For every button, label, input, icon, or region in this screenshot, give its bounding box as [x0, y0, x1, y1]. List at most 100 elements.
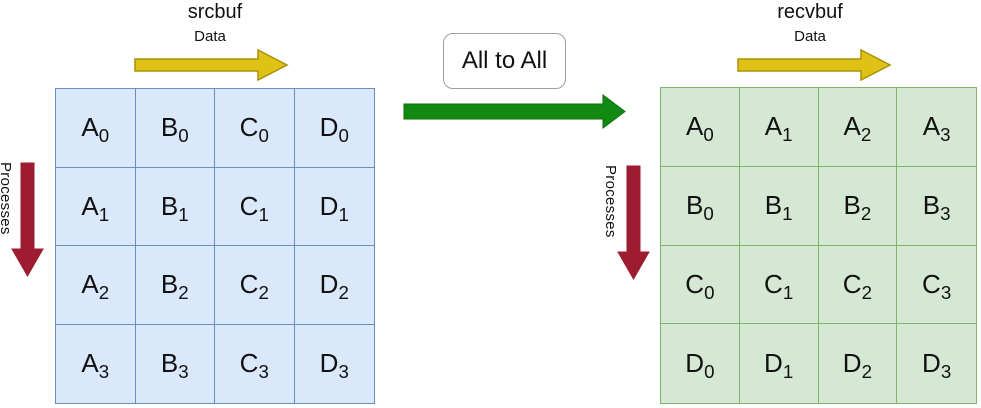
cell-subscript: 2 [861, 282, 872, 304]
cell-subscript: 1 [782, 203, 793, 225]
cell-label: B0 [686, 190, 714, 225]
recv-processes-label: Processes [602, 165, 619, 238]
grid-cell: A0 [661, 88, 740, 167]
grid-cell: D0 [294, 89, 374, 168]
grid-cell: D2 [819, 324, 898, 403]
grid-cell: C0 [661, 245, 740, 325]
cell-subscript: 1 [782, 282, 794, 304]
recv-grid: A0 A1 A2 A3 B0 B1 B2 B3 C0 C1 C2 C3 D0 D… [660, 87, 977, 404]
cell-label: D2 [842, 348, 872, 383]
cell-label: D2 [319, 269, 349, 304]
cell-label: B0 [160, 112, 189, 147]
cell-subscript: 0 [178, 125, 189, 147]
src-grid: A0 B0 C0 D0 A1 B1 C1 D1 A2 B2 C2 D2 A3 B… [55, 88, 375, 404]
cell-label: A0 [686, 111, 714, 146]
grid-cell: A2 [56, 246, 136, 325]
cell-subscript: 0 [704, 282, 715, 304]
grid-cell: C3 [897, 246, 976, 325]
grid-cell: A3 [897, 88, 976, 167]
cell-label: D1 [764, 348, 794, 383]
recv-data-right-arrow-icon [737, 48, 892, 82]
grid-cell: C3 [215, 324, 295, 403]
cell-subscript: 1 [782, 124, 793, 146]
cell-label: D0 [685, 348, 715, 383]
grid-cell: D1 [740, 324, 819, 403]
cell-label: A2 [843, 111, 872, 146]
cell-subscript: 0 [704, 361, 715, 383]
all-to-all-label: All to All [461, 47, 548, 74]
grid-cell: D1 [294, 168, 374, 246]
grid-cell: B0 [135, 89, 215, 168]
cell-label: B2 [160, 269, 189, 304]
cell-subscript: 2 [860, 124, 872, 146]
cell-subscript: 2 [258, 282, 269, 304]
cell-subscript: 0 [98, 125, 110, 147]
grid-cell: B2 [135, 246, 215, 325]
cell-label: A3 [81, 348, 110, 383]
all-to-all-box: All to All [443, 33, 566, 89]
cell-label: C1 [764, 268, 794, 304]
cell-label: D3 [922, 348, 952, 383]
cell-subscript: 3 [940, 361, 952, 383]
recvbuf-title: recvbuf [777, 1, 843, 23]
cell-label: D0 [319, 112, 349, 147]
cell-subscript: 1 [258, 203, 269, 225]
grid-cell: D3 [295, 325, 375, 404]
cell-label: A3 [922, 111, 951, 146]
cell-label: B3 [160, 348, 189, 383]
grid-cell: B0 [661, 166, 740, 246]
cell-label: A1 [764, 111, 793, 146]
grid-cell: D0 [661, 324, 740, 403]
grid-cell: C1 [215, 167, 295, 246]
cell-label: B1 [764, 190, 793, 225]
cell-subscript: 2 [338, 282, 349, 304]
grid-cell: A2 [818, 88, 898, 167]
cell-subscript: 3 [940, 124, 951, 146]
cell-subscript: 0 [338, 125, 349, 147]
grid-cell: A0 [56, 89, 136, 168]
cell-subscript: 1 [98, 203, 110, 225]
src-processes-down-arrow-icon [11, 162, 44, 278]
recv-data-label: Data [794, 28, 826, 45]
cell-label: D3 [319, 348, 349, 383]
cell-label: A1 [81, 190, 110, 225]
src-data-right-arrow-icon [134, 48, 289, 82]
grid-cell: B3 [897, 167, 976, 246]
cell-subscript: 2 [98, 282, 110, 304]
cell-label: C0 [685, 268, 715, 304]
grid-cell: A3 [56, 324, 136, 403]
cell-label: B2 [843, 190, 872, 225]
grid-cell: B1 [135, 167, 215, 246]
src-data-label: Data [194, 28, 226, 45]
cell-label: C2 [239, 269, 269, 304]
cell-label: B3 [922, 190, 951, 225]
grid-cell: D2 [294, 246, 374, 325]
grid-cell: C2 [818, 245, 898, 325]
cell-subscript: 3 [98, 361, 110, 383]
cell-subscript: 3 [940, 203, 951, 225]
cell-subscript: 2 [178, 282, 189, 304]
cell-subscript: 1 [178, 203, 189, 225]
cell-label: C0 [239, 112, 269, 147]
cell-label: C3 [239, 348, 269, 383]
all-to-all-transfer-arrow-icon [403, 94, 626, 129]
cell-subscript: 0 [703, 124, 714, 146]
cell-subscript: 0 [703, 203, 714, 225]
cell-subscript: 3 [940, 282, 952, 304]
cell-subscript: 3 [178, 361, 189, 383]
cell-label: C1 [239, 190, 269, 225]
grid-cell: C2 [215, 246, 295, 325]
src-processes-label: Processes [0, 162, 14, 235]
cell-subscript: 3 [258, 361, 269, 383]
recv-processes-down-arrow-icon [617, 165, 650, 281]
grid-cell: B1 [739, 166, 819, 246]
cell-label: C2 [842, 268, 872, 304]
cell-subscript: 1 [782, 361, 794, 383]
grid-cell: B3 [136, 324, 215, 403]
grid-cell: B2 [818, 166, 898, 246]
cell-subscript: 0 [258, 125, 269, 147]
srcbuf-title: srcbuf [187, 1, 243, 23]
cell-label: D1 [319, 190, 349, 225]
cell-subscript: 3 [338, 361, 349, 383]
